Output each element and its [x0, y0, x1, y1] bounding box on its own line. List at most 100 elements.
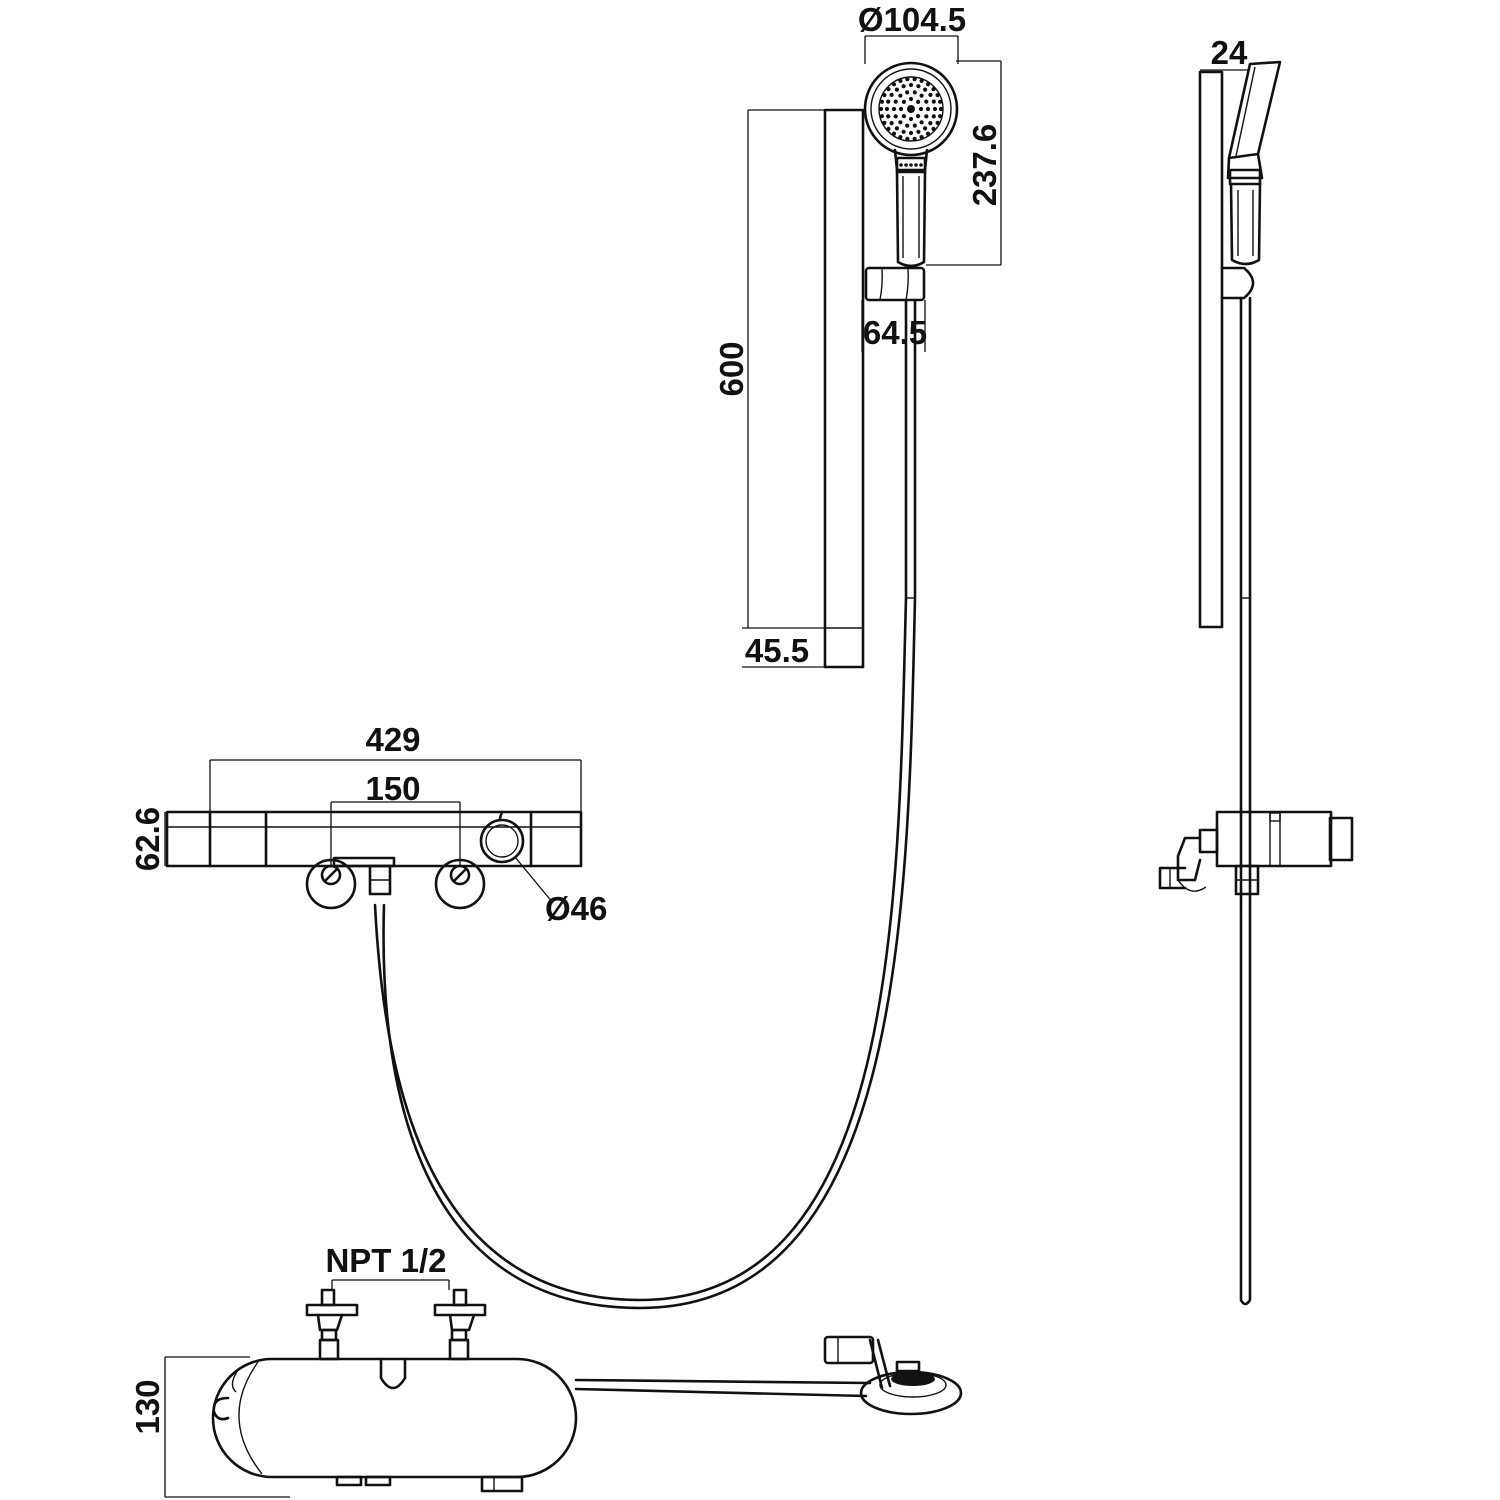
nozzle-dot	[923, 87, 928, 92]
body-height-label: 62.6	[129, 807, 166, 871]
nozzle-dot	[898, 120, 903, 125]
nozzle-dot	[912, 136, 917, 141]
nozzle-dot	[925, 82, 931, 87]
plan-view	[211, 1288, 963, 1493]
nozzle-dot	[894, 87, 900, 92]
nozzle-dot	[886, 126, 891, 131]
nozzle-dot	[889, 92, 894, 97]
holder-width-dimension: 64.5	[861, 300, 927, 352]
nozzle-dot	[919, 93, 924, 98]
profile-depth-dimension: 24	[1200, 34, 1250, 71]
nozzle-dot	[901, 114, 907, 119]
body-length-dimension: 429	[209, 721, 582, 812]
nozzle-dot	[898, 78, 903, 83]
nozzle-dot	[908, 82, 914, 88]
thread-label: NPT 1/2	[325, 1242, 446, 1279]
head-diameter-dimension: Ø104.5	[858, 1, 966, 64]
nozzle-dot	[916, 114, 921, 119]
holder-width-label: 64.5	[863, 314, 927, 351]
nozzle-dot	[908, 96, 914, 102]
nozzle-dot	[912, 90, 917, 95]
nozzle-dot	[886, 114, 891, 119]
nozzle-dot	[919, 78, 924, 83]
nozzle-dot	[938, 106, 944, 112]
rail-length-dimension: 600	[713, 109, 825, 629]
nozzle-dot	[898, 93, 903, 98]
nozzle-dot	[898, 106, 904, 112]
plan-depth-label: 130	[129, 1379, 166, 1434]
rail-length-label: 600	[713, 341, 750, 396]
neck-dot	[904, 163, 908, 167]
nozzle-pattern	[878, 77, 944, 167]
nozzle-dot	[916, 129, 921, 134]
nozzle-dot	[879, 99, 885, 104]
nozzle-dot	[882, 93, 887, 98]
nozzle-dot	[886, 87, 891, 92]
rail-width-dimension: 45.5	[742, 632, 863, 669]
profile-depth-label: 24	[1211, 34, 1248, 71]
nozzle-dot	[908, 116, 914, 122]
nozzle-dot	[894, 126, 900, 131]
nozzle-dot	[908, 130, 914, 136]
nozzle-dot	[931, 114, 936, 119]
rail-width-label: 45.5	[745, 632, 809, 669]
nozzle-dot	[901, 129, 906, 134]
nozzle-dot	[905, 90, 910, 95]
slide-rail-front	[823, 108, 865, 669]
nozzle-dot	[925, 131, 931, 136]
nozzle-dot	[879, 114, 885, 119]
knob-diameter-label: Ø46	[545, 890, 607, 927]
nozzle-dot	[889, 121, 894, 126]
nozzle-dot	[886, 99, 891, 104]
nozzle-dot	[938, 99, 943, 104]
handset-length-label: 237.6	[966, 124, 1003, 207]
nozzle-dot	[935, 93, 940, 98]
nozzle-dot	[893, 99, 898, 104]
nozzle-dot	[912, 77, 917, 82]
nozzle-dot	[901, 84, 906, 89]
nozzle-dot	[878, 106, 884, 112]
shower-hose	[373, 298, 917, 1310]
nozzle-dot	[923, 126, 928, 131]
nozzle-dot	[938, 114, 943, 119]
hand-shower-front	[863, 61, 959, 302]
inlet-spacing-label: 150	[365, 770, 420, 807]
thread-callout: NPT 1/2	[325, 1242, 450, 1290]
nozzle-dot	[928, 92, 933, 97]
inlet-spacing-dimension: 150	[330, 770, 461, 866]
nozzle-dot	[931, 126, 936, 131]
plan-depth-dimension: 130	[129, 1356, 290, 1498]
nozzle-dot	[891, 131, 897, 136]
nozzle-dot	[905, 123, 910, 128]
nozzle-dot	[931, 87, 936, 92]
nozzle-dot	[916, 99, 921, 104]
nozzle-dot	[935, 120, 940, 125]
body-length-label: 429	[365, 721, 420, 758]
knob-diameter-dimension: Ø46	[514, 856, 607, 927]
neck-dot	[914, 163, 918, 167]
nozzle-dot	[924, 114, 929, 119]
nozzle-dot	[884, 106, 890, 112]
nozzle-dot	[882, 120, 887, 125]
head-diameter-label: Ø104.5	[858, 1, 966, 38]
side-view	[1158, 60, 1354, 1306]
nozzle-dot	[905, 136, 910, 141]
nozzle-dot	[916, 84, 921, 89]
nozzle-dot	[901, 99, 907, 104]
nozzle-dot	[931, 99, 936, 104]
neck-dot	[909, 163, 913, 167]
nozzle-dot	[898, 135, 903, 140]
nozzle-dot	[925, 106, 931, 112]
nozzle-dot	[932, 106, 938, 112]
body-height-dimension: 62.6	[129, 807, 166, 871]
nozzle-dot	[893, 114, 898, 119]
nozzle-dot	[919, 135, 924, 140]
nozzle-dot	[891, 82, 897, 87]
neck-dot	[899, 163, 903, 167]
nozzle-dot	[912, 123, 917, 128]
nozzle-dot	[891, 106, 897, 112]
nozzle-dot	[918, 106, 924, 112]
nozzle-dot	[928, 121, 933, 126]
handset-length-dimension: 237.6	[926, 60, 1003, 266]
